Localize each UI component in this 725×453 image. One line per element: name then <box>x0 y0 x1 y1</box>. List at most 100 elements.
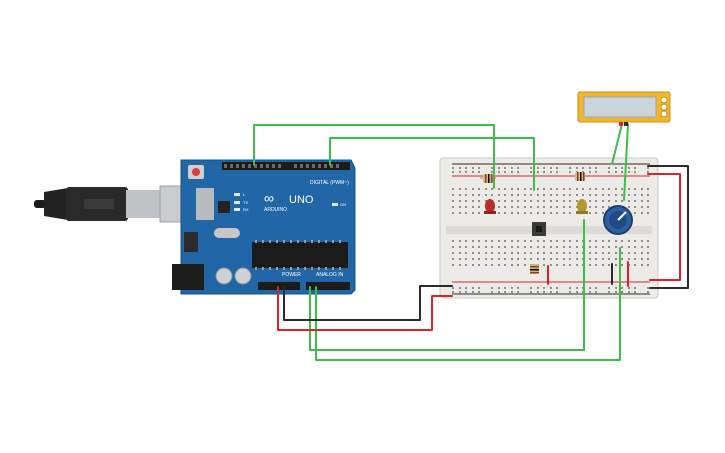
chip-pins <box>255 240 341 270</box>
breadboard-hole <box>634 188 636 190</box>
breadboard-hole <box>569 167 571 169</box>
breadboard-hole <box>563 188 565 190</box>
potentiometer[interactable] <box>603 205 633 235</box>
led-yellow[interactable] <box>576 199 588 214</box>
wire-red-5v[interactable] <box>277 286 453 331</box>
breadboard-hole <box>550 171 552 173</box>
wire-green-lcd-2[interactable] <box>623 123 629 201</box>
breadboard-hole <box>543 200 545 202</box>
breadboard-hole <box>582 194 584 196</box>
breadboard-hole <box>498 200 500 202</box>
breadboard-hole <box>550 258 552 260</box>
breadboard-hole <box>530 246 532 248</box>
breadboard-hole <box>498 167 500 169</box>
breadboard-hole <box>615 240 617 242</box>
resistor-1[interactable] <box>480 174 496 183</box>
breadboard-hole <box>537 252 539 254</box>
breadboard-hole <box>589 258 591 260</box>
breadboard-hole <box>478 194 480 196</box>
breadboard-hole <box>608 206 610 208</box>
breadboard-hole <box>589 291 591 293</box>
breadboard-hole <box>576 194 578 196</box>
breadboard-hole <box>517 188 519 190</box>
usb-b-socket <box>196 188 214 220</box>
wire-green-d2[interactable] <box>329 137 535 191</box>
breadboard-hole <box>478 240 480 242</box>
resistor-2[interactable] <box>575 172 585 181</box>
breadboard-hole <box>543 212 545 214</box>
arduino-board[interactable]: DIGITAL (PWM~) ∞ UNO ARDUINO L TX RX ON … <box>172 159 356 295</box>
breadboard-hole <box>569 246 571 248</box>
breadboard-hole <box>621 258 623 260</box>
breadboard-hole <box>563 212 565 214</box>
breadboard-hole <box>595 212 597 214</box>
breadboard-hole <box>491 291 493 293</box>
wire-black-rail-bridge[interactable] <box>647 165 689 289</box>
breadboard-hole <box>504 291 506 293</box>
breadboard-hole <box>550 200 552 202</box>
breadboard-hole <box>563 258 565 260</box>
led-red[interactable] <box>484 199 496 214</box>
breadboard-hole <box>459 258 461 260</box>
breadboard-hole <box>595 258 597 260</box>
breadboard-hole <box>543 194 545 196</box>
breadboard-hole <box>543 291 545 293</box>
breadboard-hole <box>491 194 493 196</box>
breadboard-hole <box>628 291 630 293</box>
breadboard-hole <box>537 258 539 260</box>
breadboard-hole <box>608 287 610 289</box>
breadboard-hole <box>602 200 604 202</box>
breadboard-hole <box>472 188 474 190</box>
wire-green-lcd-1[interactable] <box>611 123 623 165</box>
usb-cable[interactable] <box>34 185 205 223</box>
breadboard-hole <box>472 291 474 293</box>
breadboard-hole <box>595 206 597 208</box>
breadboard-hole <box>452 194 454 196</box>
breadboard-hole <box>472 287 474 289</box>
wire-green-d12[interactable] <box>253 124 495 189</box>
breadboard-hole <box>608 258 610 260</box>
breadboard-hole <box>459 240 461 242</box>
breadboard-hole <box>608 194 610 196</box>
breadboard-hole <box>621 287 623 289</box>
breadboard-hole <box>511 206 513 208</box>
breadboard-hole <box>647 287 649 289</box>
breadboard-hole <box>641 258 643 260</box>
breadboard-hole <box>563 264 565 266</box>
breadboard-hole <box>530 171 532 173</box>
wire-green-a1[interactable] <box>315 247 621 361</box>
breadboard-hole <box>621 252 623 254</box>
breadboard-hole <box>530 252 532 254</box>
breadboard-hole <box>524 200 526 202</box>
breadboard-hole <box>498 240 500 242</box>
breadboard-hole <box>543 258 545 260</box>
breadboard-hole <box>634 167 636 169</box>
usb-chip <box>218 201 230 213</box>
breadboard-hole <box>608 291 610 293</box>
breadboard-hole <box>647 246 649 248</box>
breadboard-hole <box>465 240 467 242</box>
breadboard-hole <box>459 287 461 289</box>
breadboard-hole <box>589 264 591 266</box>
breadboard-hole <box>498 252 500 254</box>
breadboard-hole <box>459 171 461 173</box>
breadboard-hole <box>511 167 513 169</box>
breadboard-hole <box>491 287 493 289</box>
breadboard-hole <box>589 188 591 190</box>
breadboard-hole <box>530 200 532 202</box>
breadboard-hole <box>511 264 513 266</box>
wire-black-gnd[interactable] <box>283 285 453 321</box>
pushbutton[interactable] <box>532 222 546 236</box>
breadboard-hole <box>459 188 461 190</box>
breadboard-hole <box>576 206 578 208</box>
wire-green-a0[interactable] <box>309 219 585 351</box>
breadboard-hole <box>628 206 630 208</box>
breadboard-hole <box>543 252 545 254</box>
breadboard-hole <box>589 194 591 196</box>
breadboard-hole <box>589 167 591 169</box>
resistor-3[interactable] <box>530 264 539 274</box>
wire-red-rail-bridge[interactable] <box>647 173 681 281</box>
lcd-display[interactable] <box>577 91 671 126</box>
breadboard-hole <box>472 264 474 266</box>
